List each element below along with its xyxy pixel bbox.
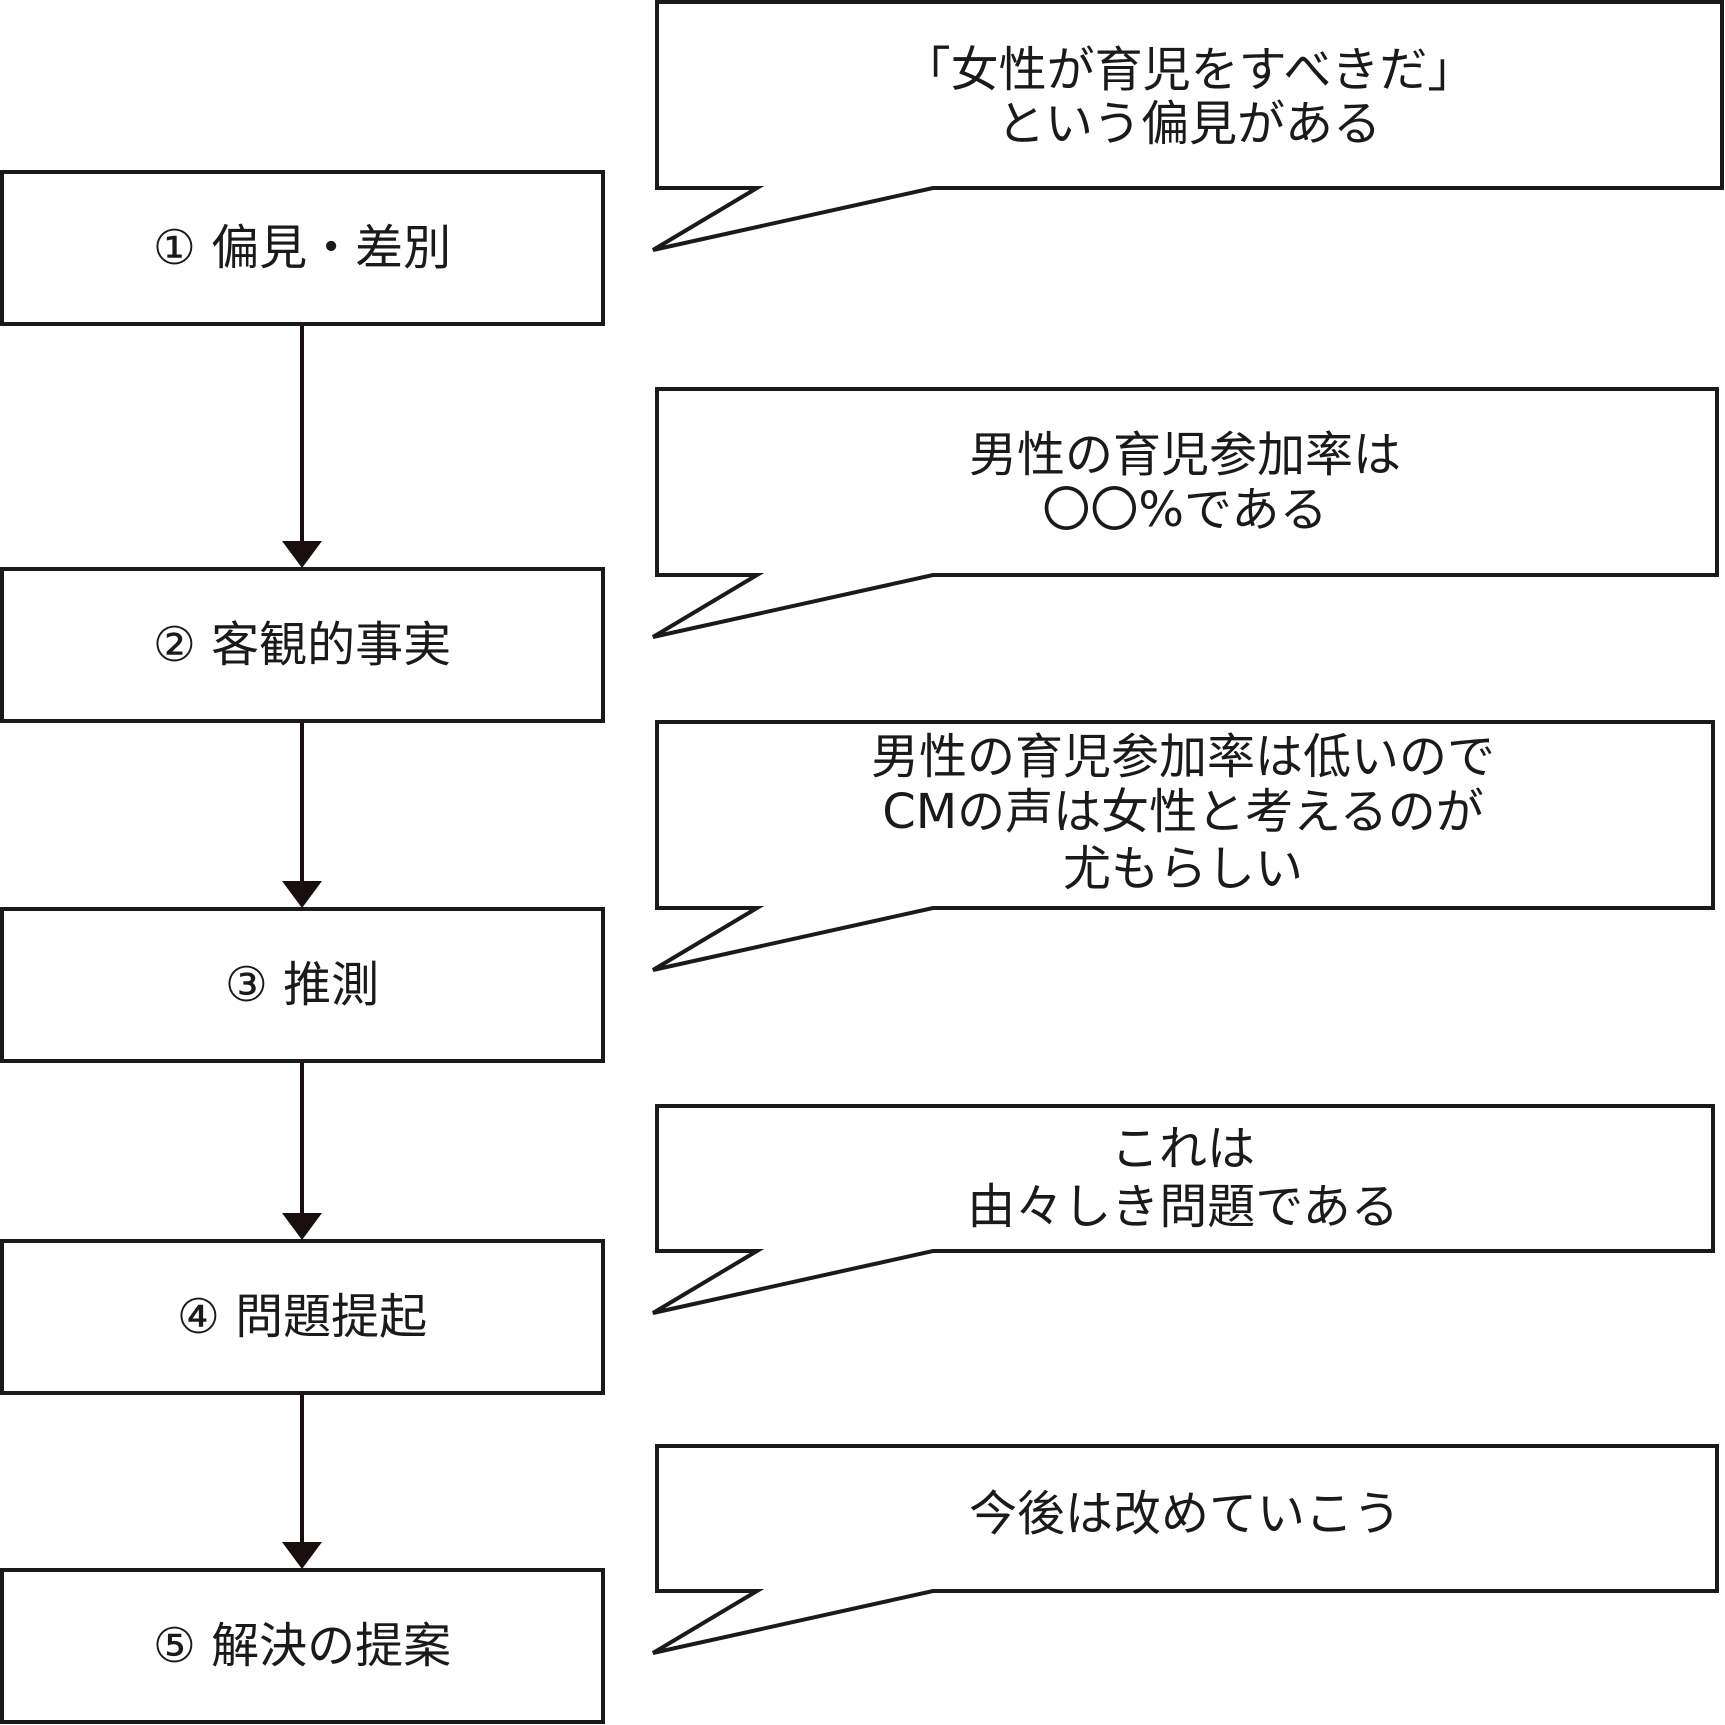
callout-line: 「女性が育児をすべきだ」	[903, 42, 1476, 98]
step-4: ④ 問題提起	[0, 1239, 605, 1395]
arrowhead-2-3	[282, 881, 322, 908]
callout-line: 〇〇%である	[1042, 482, 1327, 538]
callout-line: 今後は改めていこう	[969, 1486, 1401, 1542]
step-label: ⑤ 解決の提案	[153, 1618, 451, 1674]
callout-4: これは 由々しき問題である	[651, 1104, 1715, 1315]
callout-bubble	[651, 1444, 1719, 1655]
callout-1: 「女性が育児をすべきだ」 という偏見がある	[651, 0, 1724, 252]
step-box	[0, 907, 605, 1063]
callout-bubble	[651, 720, 1715, 972]
callout-line: これは	[1111, 1121, 1255, 1177]
callout-bubble	[651, 1104, 1715, 1315]
step-1: ① 偏見・差別	[0, 170, 605, 326]
step-box	[0, 1239, 605, 1395]
step-2: ② 客観的事実	[0, 567, 605, 723]
callout-line: という偏見がある	[997, 96, 1381, 152]
step-3: ③ 推測	[0, 907, 605, 1063]
arrowhead-1-2	[282, 541, 322, 568]
callout-line: 由々しき問題である	[967, 1179, 1399, 1235]
callout-2: 男性の育児参加率は 〇〇%である	[651, 387, 1719, 639]
step-label: ① 偏見・差別	[153, 220, 451, 276]
connectors	[282, 325, 322, 1569]
callout-bubble	[651, 0, 1724, 252]
arrowhead-4-5	[282, 1542, 322, 1569]
callout-bubble	[651, 387, 1719, 639]
callout-line: 尤もらしい	[1063, 841, 1303, 897]
step-box	[0, 170, 605, 326]
step-label: ④ 問題提起	[177, 1289, 427, 1345]
callout-3: 男性の育児参加率は低いので CMの声は女性と考えるのが 尤もらしい	[651, 720, 1715, 972]
callout-line: 男性の育児参加率は	[969, 427, 1401, 483]
callout-line: CMの声は女性と考えるのが	[882, 784, 1484, 840]
step-box	[0, 567, 605, 723]
callout-5: 今後は改めていこう	[651, 1444, 1719, 1655]
step-5: ⑤ 解決の提案	[0, 1568, 605, 1724]
step-label: ② 客観的事実	[153, 617, 451, 673]
callout-line: 男性の育児参加率は低いので	[871, 729, 1495, 785]
step-label: ③ 推測	[225, 957, 379, 1013]
arrowhead-3-4	[282, 1213, 322, 1240]
step-box	[0, 1568, 605, 1724]
